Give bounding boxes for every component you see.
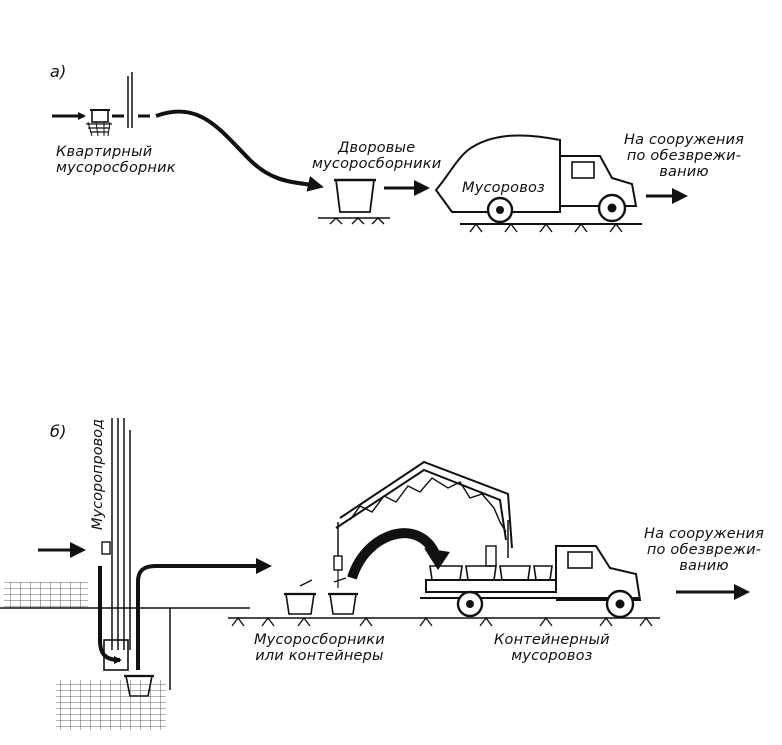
chute-flow-arrow xyxy=(98,566,122,664)
containers-icon xyxy=(284,577,358,615)
crane-boom-icon xyxy=(333,460,513,588)
container-truck-label: Контейнерный мусоровоз xyxy=(494,632,610,664)
transfer-arc-head xyxy=(424,548,450,570)
destination-label-a: На сооружения по обезврежи- ванию xyxy=(624,132,745,180)
apartment-collector-label: Квартирный мусоросборник xyxy=(56,144,176,176)
panel-a xyxy=(52,72,688,233)
yard-bin-icon xyxy=(318,178,390,225)
curve-arrow-a xyxy=(155,109,324,192)
containers-label: Мусоросборники или контейнеры xyxy=(254,632,385,664)
destination-label-b: На сооружения по обезврежи- ванию xyxy=(644,526,765,574)
transfer-arc xyxy=(347,528,441,580)
container-truck-icon xyxy=(420,545,642,619)
panel-a-tag: а) xyxy=(50,62,67,81)
grass-tufts xyxy=(231,616,653,627)
truck-label-a: Мусоровоз xyxy=(462,180,545,196)
chute-pipe xyxy=(101,418,131,650)
yard-collectors-label: Дворовые мусоросборники xyxy=(312,140,442,172)
garbage-truck-icon xyxy=(434,134,642,233)
apartment-bin-icon xyxy=(86,109,112,137)
chute-label: Мусоропровод xyxy=(90,418,106,530)
basement-floor-tiles xyxy=(56,680,166,730)
basement-bin-icon xyxy=(103,639,154,697)
outflow-arrow-b xyxy=(136,558,272,670)
panel-b xyxy=(0,418,750,730)
panel-b-tag: б) xyxy=(50,422,67,441)
building-floor-tiles xyxy=(4,582,88,608)
